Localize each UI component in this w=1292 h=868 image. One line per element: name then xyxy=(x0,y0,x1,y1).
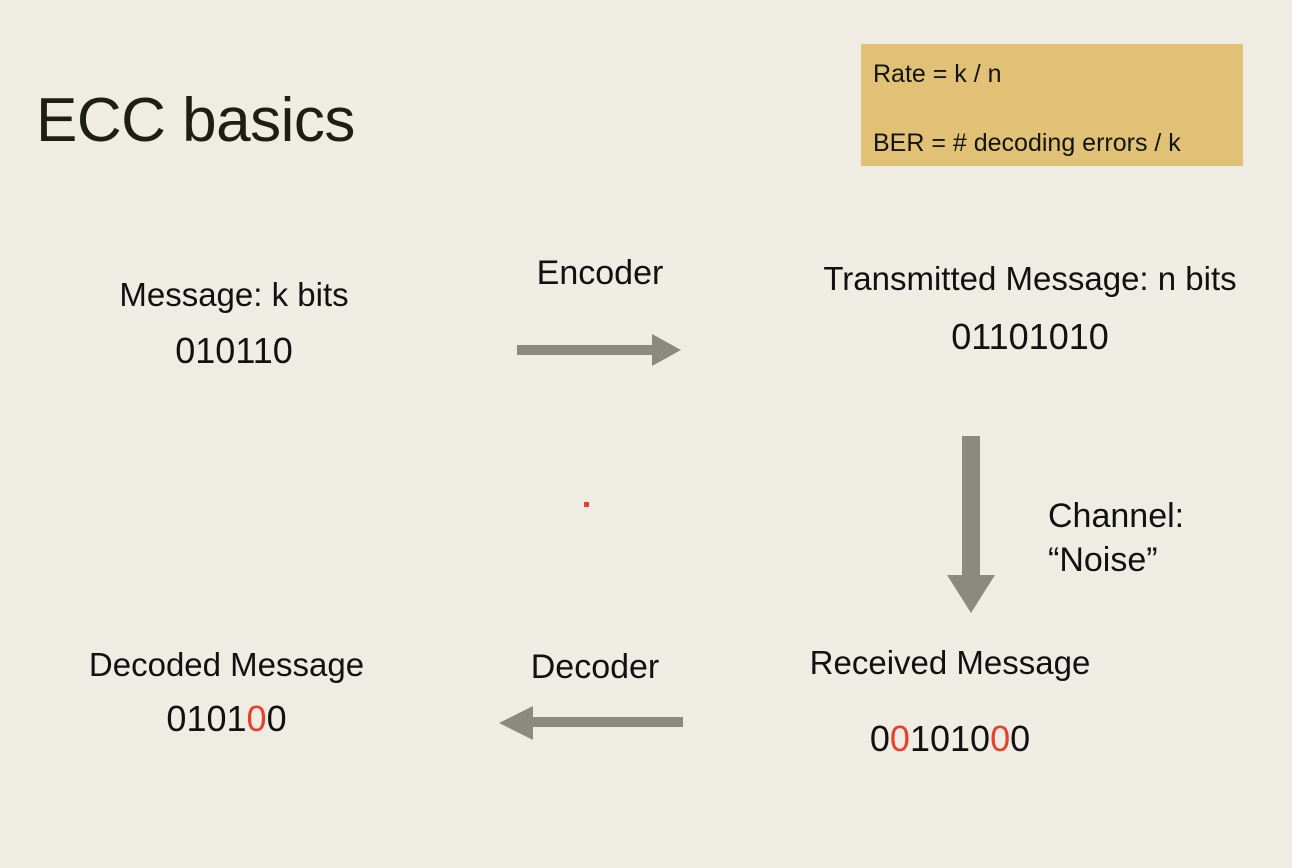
bit-error: 0 xyxy=(889,717,910,759)
bit: 1 xyxy=(909,717,930,759)
encoder-arrow-right-icon xyxy=(517,334,681,366)
bit: 1 xyxy=(235,329,253,371)
bit: 0 xyxy=(166,697,187,739)
bit: 0 xyxy=(970,717,991,759)
bit: 1 xyxy=(186,697,207,739)
bit: 1 xyxy=(252,329,273,371)
node-message-bits: 010110 xyxy=(64,330,404,371)
bit: 0 xyxy=(1048,315,1069,357)
page-title: ECC basics xyxy=(36,86,355,155)
bit: 0 xyxy=(1008,315,1029,357)
formula-ber-text: BER = # decoding errors / k xyxy=(873,129,1181,157)
node-transmitted-message: Transmitted Message: n bits 01101010 xyxy=(760,260,1292,357)
bit-error: 0 xyxy=(990,717,1011,759)
bit: 1 xyxy=(1068,315,1089,357)
decoder-label: Decoder xyxy=(530,648,660,686)
bit: 0 xyxy=(206,697,227,739)
formula-callout-box: Rate = k / n BER = # decoding errors / k xyxy=(861,44,1243,166)
bit: 0 xyxy=(175,329,196,371)
channel-label: Channel: “Noise” xyxy=(1048,495,1184,582)
node-transmitted-bits: 01101010 xyxy=(760,316,1292,357)
channel-arrow-down-icon xyxy=(947,436,995,613)
bit: 0 xyxy=(869,717,890,759)
formula-rate-text: Rate = k / n xyxy=(873,60,1002,88)
bit: 1 xyxy=(1028,315,1049,357)
node-decoded-bits: 010100 xyxy=(54,698,399,739)
node-received-label: Received Message xyxy=(809,644,1091,681)
bit: 0 xyxy=(1010,717,1031,759)
node-decoded-message: Decoded Message 010100 xyxy=(54,646,399,739)
bit: 1 xyxy=(988,315,1009,357)
bit: 0 xyxy=(272,329,293,371)
bit: 0 xyxy=(929,717,950,759)
bit: 0 xyxy=(266,697,287,739)
channel-label-line1: Channel: xyxy=(1048,497,1185,535)
node-message: Message: k bits 010110 xyxy=(64,276,404,371)
node-message-label: Message: k bits xyxy=(119,276,349,313)
bit-error: 0 xyxy=(246,697,267,739)
bit: 0 xyxy=(1088,315,1109,357)
bit: 0 xyxy=(215,329,236,371)
bit: 1 xyxy=(950,717,971,759)
node-received-message: Received Message 00101000 xyxy=(790,644,1110,759)
decoder-arrow-left-icon xyxy=(499,706,683,740)
encoder-label: Encoder xyxy=(536,254,664,292)
bit: 1 xyxy=(971,315,989,357)
bit: 0 xyxy=(951,315,972,357)
stray-red-dot xyxy=(584,502,589,507)
node-decoded-label: Decoded Message xyxy=(88,646,365,683)
node-received-bits: 00101000 xyxy=(790,718,1110,759)
node-transmitted-label: Transmitted Message: n bits xyxy=(823,260,1237,297)
bit: 1 xyxy=(195,329,216,371)
channel-label-line2: “Noise” xyxy=(1048,540,1158,579)
bit: 1 xyxy=(226,697,247,739)
